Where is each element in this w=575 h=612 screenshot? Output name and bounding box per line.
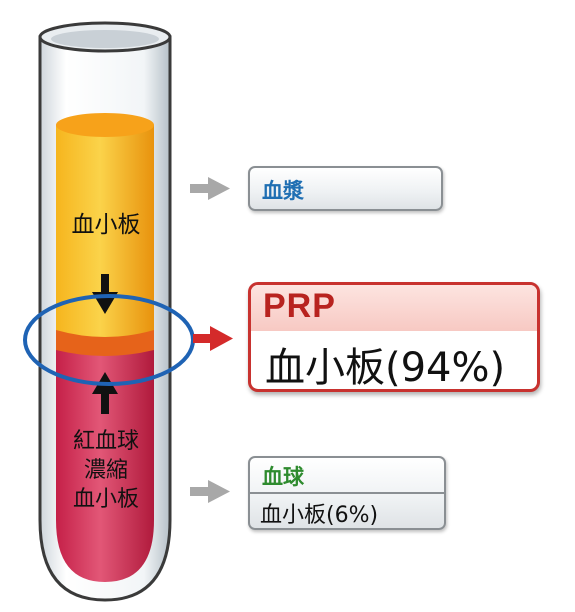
plasma-layer [56, 125, 154, 337]
prp-platelet-value: 血小板(94%) [265, 345, 506, 391]
lower-layer-label: 紅血球 濃縮 血小板 [58, 427, 154, 514]
prp-arrow-icon [193, 326, 233, 351]
lower-label-line3: 血小板 [72, 487, 139, 512]
prp-title: PRP [263, 287, 336, 325]
cells-platelet-value: 血小板(6%) [260, 503, 379, 528]
cells-arrow-icon [190, 480, 230, 503]
lower-label-line1: 紅血球 [72, 429, 139, 454]
prp-header: PRP [251, 285, 537, 331]
plasma-label: 血漿 [262, 179, 304, 203]
cells-title: 血球 [262, 465, 304, 489]
lower-label-line2: 濃縮 [83, 458, 128, 483]
prp-box: PRP 血小板(94%) [248, 282, 540, 392]
upper-platelet-label: 血小板 [71, 212, 141, 238]
plasma-surface [56, 113, 154, 137]
plasma-box: 血漿 [248, 166, 443, 211]
cells-header: 血球 [250, 458, 444, 494]
plasma-arrow-icon [190, 177, 230, 200]
buffy-coat-layer [56, 330, 154, 356]
cells-box: 血球 血小板(6%) [248, 456, 446, 530]
red-cell-layer [56, 340, 154, 582]
